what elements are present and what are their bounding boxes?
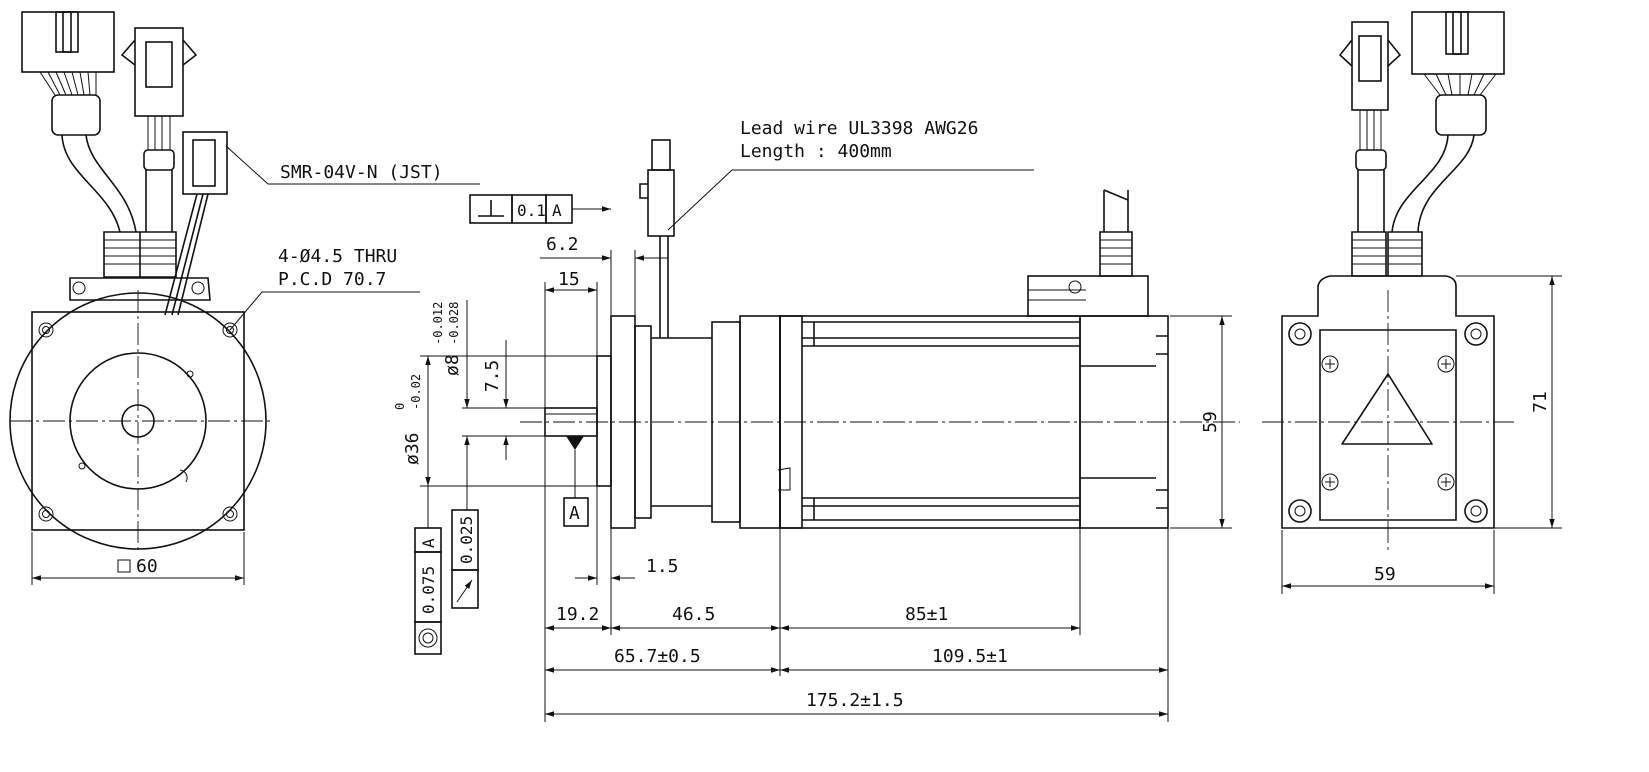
holes-label-2: P.C.D 70.7	[278, 269, 386, 290]
perpendicularity-value: 0.1	[517, 201, 546, 220]
runout-icon	[456, 579, 473, 603]
runout-frame: 0.025	[451, 460, 479, 609]
flange-square-dim: 60	[136, 556, 158, 577]
shaft-dia-main: ø8	[442, 354, 463, 376]
body-height-dim: 59	[1200, 411, 1221, 433]
dim-6-2: 6.2	[546, 234, 579, 255]
dim-15: 15	[558, 269, 580, 290]
dim-1-5: 1.5	[646, 556, 679, 577]
lead-wire-label-1: Lead wire UL3398 AWG26	[740, 118, 978, 139]
rear-cables	[1338, 11, 1505, 277]
front-view: 4-Ø4.5 THRU P.C.D 70.7 SMR-04V-N (JST) 6…	[9, 11, 480, 585]
rear-height-dim: 71	[1530, 391, 1551, 413]
concentricity-datum: A	[419, 538, 438, 548]
perpendicularity-frame: 0.1 A	[469, 194, 611, 224]
datum-label: A	[569, 503, 580, 524]
concentricity-value: 0.075	[419, 566, 438, 614]
pilot-dia-main: ø36	[402, 432, 423, 465]
pilot-dia-tol-lower: -0.02	[409, 374, 423, 410]
dim-65-7: 65.7±0.5	[614, 646, 701, 667]
dim-7-5: 7.5	[482, 360, 503, 393]
lead-wire-label-2: Length : 400mm	[740, 141, 892, 162]
shaft-dia-tol-upper: -0.012	[431, 302, 445, 345]
holes-label-1: 4-Ø4.5 THRU	[278, 246, 397, 267]
side-view: Lead wire UL3398 AWG26 Length : 400mm 0.…	[393, 118, 1240, 722]
dim-175-2: 175.2±1.5	[806, 690, 904, 711]
shaft-dia-tol-lower: -0.028	[447, 302, 461, 345]
connector-label: SMR-04V-N (JST)	[280, 162, 443, 183]
dim-85: 85±1	[905, 604, 948, 625]
concentricity-frame: A 0.075	[414, 486, 442, 655]
perpendicularity-datum: A	[552, 201, 562, 220]
rear-width-dim: 59	[1374, 564, 1396, 585]
perpendicularity-icon	[478, 200, 504, 217]
pilot-dia-tol-upper: 0	[393, 403, 407, 410]
concentricity-icon	[418, 628, 438, 648]
dim-109-5: 109.5±1	[932, 646, 1008, 667]
datum-icon	[566, 436, 584, 450]
front-cables	[21, 11, 228, 316]
dim-46-5: 46.5	[672, 604, 715, 625]
datum-a: A	[563, 436, 589, 527]
dim-19-2: 19.2	[556, 604, 599, 625]
rear-view: 59 71	[1262, 11, 1562, 594]
runout-value: 0.025	[457, 516, 476, 564]
